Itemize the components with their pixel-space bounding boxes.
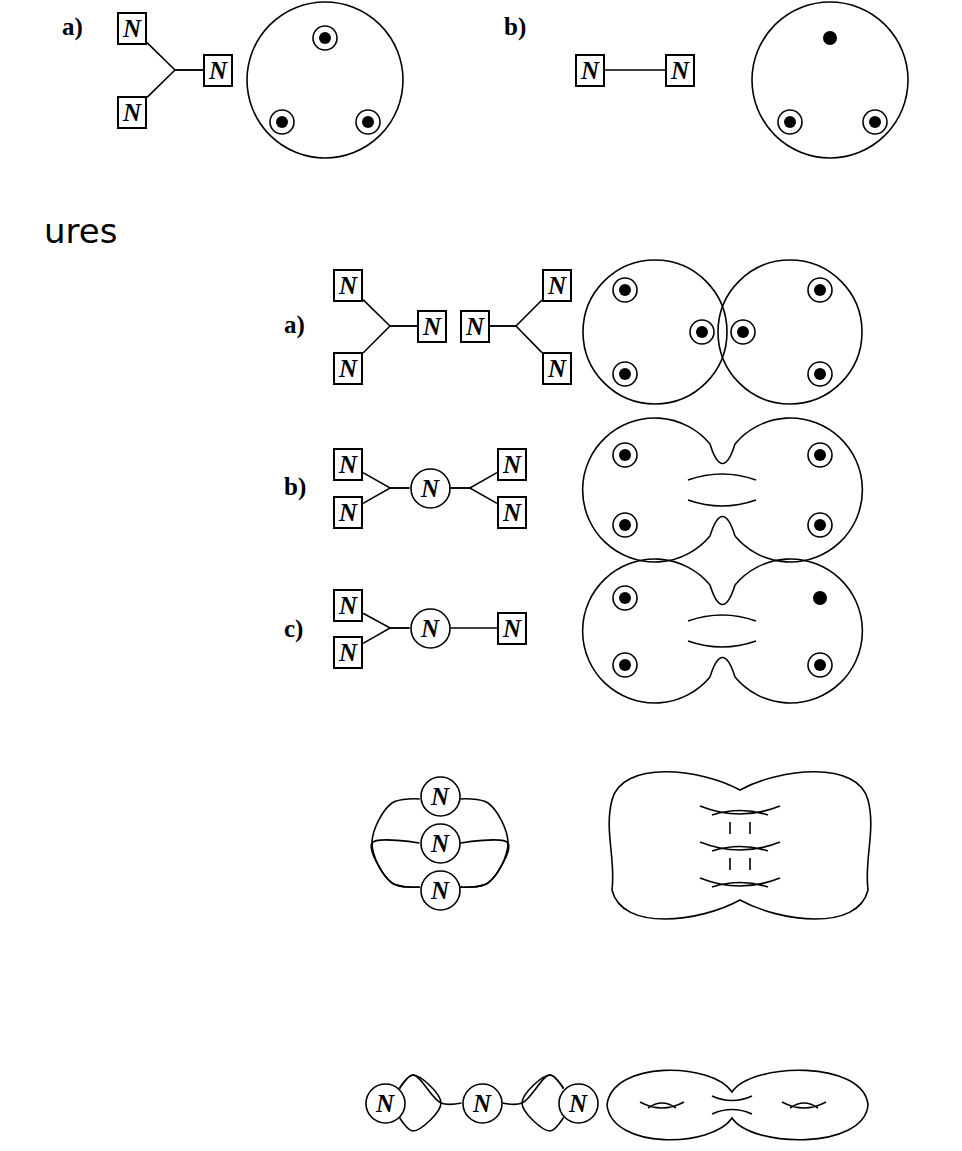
gauge-box: N [575,54,605,87]
quiver-edge [605,69,665,71]
quiver-edge [372,799,420,887]
node-label: N [431,831,449,856]
node-label: N [431,784,449,809]
node-label: N [431,878,449,903]
quiver-edge [451,627,497,629]
node-label: N [123,100,141,125]
panel-label: b) [504,14,526,39]
gauge-circle: N [410,468,451,509]
sphere [718,260,862,404]
sphere [583,260,727,404]
panel-label: b) [284,474,306,499]
quiver-edge [363,628,409,643]
quiver-edge [451,488,497,503]
gauge-box: N [333,448,363,481]
quiver-edge [399,1075,461,1104]
genus-surface [609,772,871,919]
quiver-edge [363,613,409,628]
sphere [247,2,403,158]
gauge-circle: N [420,870,461,911]
quiver-edge [451,473,497,488]
gauge-box: N [417,310,447,343]
node-label: N [423,314,441,339]
gauge-box: N [542,352,572,385]
quiver-edge [147,43,203,70]
gauge-box: N [203,54,233,87]
neck [688,585,756,677]
node-label: N [339,356,357,381]
gauge-box: N [333,352,363,385]
node-label: N [503,452,521,477]
quiver-edge [363,326,417,353]
quiver-edge [490,326,542,353]
quiver-edge [363,300,417,326]
gauge-box: N [460,310,490,343]
panel-label: a) [284,312,305,337]
node-label: N [339,273,357,298]
node-label: N [339,500,357,525]
node-label: N [421,476,439,501]
gauge-box: N [333,636,363,669]
gauge-circle: N [365,1083,406,1124]
node-label: N [339,593,357,618]
quiver-edge [371,840,419,887]
gauge-box: N [333,269,363,302]
sphere [752,2,908,158]
node-label: N [548,273,566,298]
node-label: N [581,58,599,83]
node-label: N [548,356,566,381]
node-label: N [503,616,521,641]
quiver-edge [490,300,542,326]
node-label: N [376,1091,394,1116]
gauge-box: N [497,612,527,645]
node-label: N [466,314,484,339]
handles [700,806,780,887]
handles [640,1096,826,1114]
gauge-circle: N [420,823,461,864]
node-label: N [421,616,439,641]
quiver-edge [460,840,508,887]
panel-label: c) [284,616,303,641]
double-torus [607,1070,868,1140]
gauge-circle: N [462,1083,503,1124]
quiver-edge [522,1075,564,1131]
panel-label: a) [62,14,83,39]
gauge-box: N [333,496,363,529]
node-label: N [209,58,227,83]
heading-fragment: ures [44,214,117,248]
node-label: N [339,640,357,665]
node-label: N [569,1091,587,1116]
gauge-circle: N [420,776,461,817]
quiver-edge [363,473,409,488]
node-label: N [671,58,689,83]
node-label: N [473,1091,491,1116]
node-label: N [339,452,357,477]
gauge-circle: N [558,1083,599,1124]
gauge-box: N [117,96,147,129]
sphere-lobes [583,418,863,562]
quiver-edge [399,1075,441,1131]
gauge-box: N [497,448,527,481]
gauge-box: N [333,589,363,622]
quiver-edge [503,1075,564,1104]
punctures [270,26,887,677]
sphere-lobes [583,559,863,703]
gauge-box: N [542,269,572,302]
node-label: N [503,500,521,525]
gauge-box: N [117,12,147,45]
gauge-box: N [497,496,527,529]
quiver-edge [147,70,203,97]
gauge-box: N [665,54,695,87]
node-label: N [123,16,141,41]
neck [688,444,756,536]
quiver-edge [363,488,409,503]
quiver-edge [460,799,508,887]
gauge-circle: N [410,608,451,649]
